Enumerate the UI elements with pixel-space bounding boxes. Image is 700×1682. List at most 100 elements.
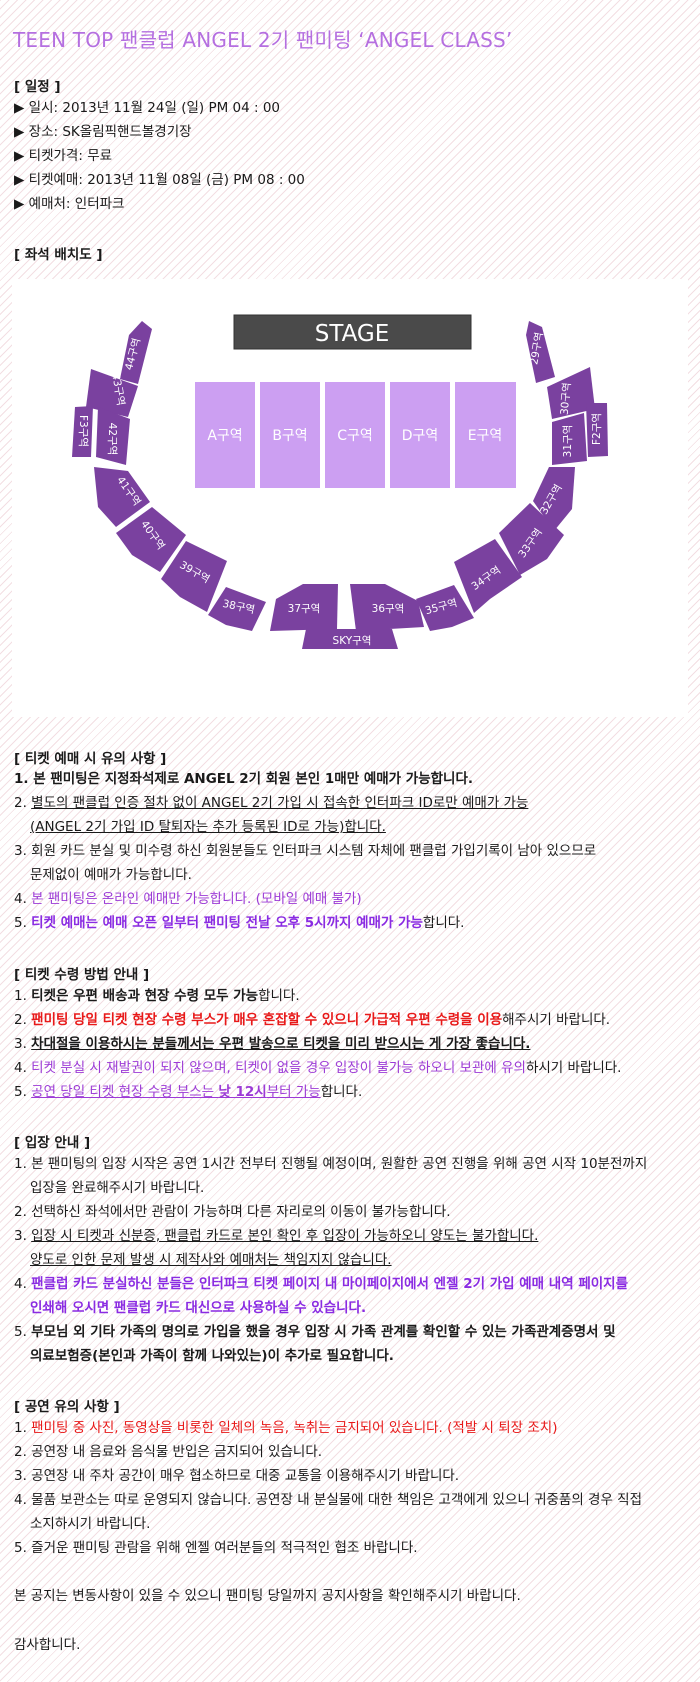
pickup-note-5-time: 낮 12시 xyxy=(218,1084,267,1100)
stand-sections xyxy=(72,321,608,649)
section-36-label: 36구역 xyxy=(372,603,405,615)
ticket-notes-heading: [ 티켓 예매 시 유의 사항 ] xyxy=(14,751,167,767)
show-note-4: 4. 물품 보관소는 따로 운영되지 않습니다. 공연장 내 분실물에 대한 책… xyxy=(14,1492,643,1508)
section-37 xyxy=(270,584,338,631)
section-sky-label: SKY구역 xyxy=(333,635,372,647)
pickup-note-4-violet: 티켓 분실 시 재발권이 되지 않으며, 티켓이 없을 경우 입장이 불가능 하… xyxy=(31,1060,526,1076)
show-note-3: 3. 공연장 내 주차 공간이 매우 협소하므로 대중 교통을 이용해주시기 바… xyxy=(14,1468,460,1484)
entry-note-2: 2. 선택하신 좌석에서만 관람이 가능하며 다른 자리로의 이동이 불가능합니… xyxy=(14,1204,451,1220)
ticket-note-2-cont: (ANGEL 2기 가입 ID 탈퇴자는 추가 등록된 ID로 가능)합니다. xyxy=(30,819,386,835)
section-34 xyxy=(454,539,522,613)
section-b xyxy=(260,382,320,488)
pickup-note-2-red: 팬미팅 당일 티켓 현장 수령 부스가 매우 혼잡할 수 있으니 가급적 우편 … xyxy=(31,1012,503,1028)
ticket-note-5: 5. 티켓 예매는 예매 오픈 일부터 팬미팅 전날 오후 5시까지 예매가 가… xyxy=(14,913,464,933)
ticket-note-1: 1. 본 팬미팅은 지정좌석제로 ANGEL 2기 회원 본인 1매만 예매가 … xyxy=(14,771,474,787)
schedule-item-price: ▶ 티켓가격: 무료 xyxy=(14,148,113,164)
section-a-label: A구역 xyxy=(207,428,242,444)
section-43 xyxy=(86,369,138,417)
stage-block xyxy=(233,314,472,350)
section-f2-label: F2구역 xyxy=(591,413,603,445)
entry-note-5-num: 5. xyxy=(14,1324,32,1340)
section-41 xyxy=(94,467,150,527)
ticket-note-5-num: 5. xyxy=(14,915,32,931)
schedule-item-vendor: ▶ 예매처: 인터파크 xyxy=(14,196,125,212)
seating-map: STAGE A구역 B구역 C구역 D구역 E구역 xyxy=(12,279,688,717)
show-note-4-cont: 소지하시기 바랍니다. xyxy=(30,1516,151,1532)
pickup-note-5-tail: 합니다. xyxy=(320,1084,363,1100)
section-f2 xyxy=(586,403,608,457)
show-note-5: 5. 즐거운 팬미팅 관람을 위해 엔젤 여러분들의 적극적인 협조 바랍니다. xyxy=(14,1540,418,1556)
ticket-note-4-num: 4. xyxy=(14,891,32,907)
pickup-note-1-tail: 합니다. xyxy=(258,988,300,1004)
stage-label: STAGE xyxy=(315,321,390,347)
section-39 xyxy=(161,541,227,612)
entry-note-3: 3. 입장 시 티켓과 신분증, 팬클럽 카드로 본인 확인 후 입장이 가능하… xyxy=(14,1226,538,1246)
section-e xyxy=(455,382,516,488)
schedule-item-venue: ▶ 장소: SK올림픽핸드볼경기장 xyxy=(14,124,192,140)
pickup-note-3-bold: 차대절을 이용하시는 분들께서는 우편 발송으로 티켓을 미리 받으시는 게 가… xyxy=(31,1036,531,1052)
pickup-note-3: 3. 차대절을 이용하시는 분들께서는 우편 발송으로 티켓을 미리 받으시는 … xyxy=(14,1034,530,1054)
entry-note-5-cont: 의료보험증(본인과 가족이 함께 나와있는)이 추가로 필요합니다. xyxy=(30,1348,394,1364)
entry-note-4-text: 팬클럽 카드 분실하신 분들은 인터파크 티켓 페이지 내 마이페이지에서 엔젤… xyxy=(31,1276,629,1292)
pickup-note-4-num: 4. xyxy=(14,1060,32,1076)
ticket-note-3: 3. 회원 카드 분실 및 미수령 하신 회원분들도 인터파크 시스템 자체에 … xyxy=(14,843,597,859)
section-32 xyxy=(533,467,575,531)
pickup-note-1-bold: 티켓은 우편 배송과 현장 수령 모두 가능 xyxy=(31,988,259,1004)
section-35 xyxy=(416,585,474,631)
floor-sections: A구역 B구역 C구역 D구역 E구역 xyxy=(195,382,516,488)
section-c xyxy=(325,382,385,488)
section-42 xyxy=(96,407,130,465)
stand-labels: 44구역 43구역 F3구역 42구역 41구역 40구역 39구역 38구역 … xyxy=(77,331,603,647)
section-40 xyxy=(116,507,186,572)
section-f3 xyxy=(72,406,93,457)
pickup-heading: [ 티켓 수령 방법 안내 ] xyxy=(14,967,150,983)
section-d-label: D구역 xyxy=(402,428,439,444)
section-43-label: 43구역 xyxy=(109,372,126,406)
pickup-note-1: 1. 티켓은 우편 배송과 현장 수령 모두 가능합니다. xyxy=(14,986,300,1006)
closing-thanks: 감사합니다. xyxy=(14,1637,81,1653)
closing-notice: 본 공지는 변동사항이 있을 수 있으니 팬미팅 당일까지 공지사항을 확인해주… xyxy=(14,1588,521,1604)
entry-note-3-text: 입장 시 티켓과 신분증, 팬클럽 카드로 본인 확인 후 입장이 가능하오니 … xyxy=(31,1228,539,1244)
section-d xyxy=(390,382,450,488)
ticket-note-3-cont: 문제없이 예매가 가능합니다. xyxy=(30,867,192,883)
show-note-1-num: 1. xyxy=(14,1420,32,1436)
seating-heading: [ 좌석 배치도 ] xyxy=(14,247,103,263)
schedule-item-booking: ▶ 티켓예매: 2013년 11월 08일 (금) PM 08 : 00 xyxy=(14,172,305,188)
entry-note-5-text: 부모님 외 기타 가족의 명의로 가입을 했을 경우 입장 시 가족 관계를 확… xyxy=(31,1324,616,1340)
section-31-label: 31구역 xyxy=(562,425,574,458)
entry-note-4: 4. 팬클럽 카드 분실하신 분들은 인터파크 티켓 페이지 내 마이페이지에서… xyxy=(14,1274,628,1294)
entry-note-1-cont: 입장을 완료해주시기 바랍니다. xyxy=(30,1180,205,1196)
section-36 xyxy=(350,584,424,631)
seating-map-svg: STAGE A구역 B구역 C구역 D구역 E구역 xyxy=(72,314,608,649)
section-37-label: 37구역 xyxy=(288,603,321,615)
schedule-item-datetime: ▶ 일시: 2013년 11월 24일 (일) PM 04 : 00 xyxy=(14,100,281,116)
pickup-note-5-violet: 공연 당일 티켓 현장 수령 부스는 xyxy=(31,1084,219,1100)
entry-note-3-cont: 양도로 인한 문제 발생 시 제작사와 예매처는 책임지지 않습니다. xyxy=(30,1252,392,1268)
section-a xyxy=(195,382,255,488)
entry-note-4-cont: 인쇄해 오시면 팬클럽 카드 대신으로 사용하실 수 있습니다. xyxy=(30,1300,367,1316)
section-29-label: 29구역 xyxy=(528,331,545,365)
ticket-note-2-num: 2. xyxy=(14,795,32,811)
section-30 xyxy=(547,367,595,419)
section-f3-label: F3구역 xyxy=(77,415,89,447)
entry-note-3-num: 3. xyxy=(14,1228,32,1244)
section-33 xyxy=(499,503,564,575)
ticket-note-2-text: 별도의 팬클럽 인증 절차 없이 ANGEL 2기 가입 시 접속한 인터파크 … xyxy=(31,795,529,811)
pickup-note-5-num: 5. xyxy=(14,1084,32,1100)
show-note-2: 2. 공연장 내 음료와 음식물 반입은 금지되어 있습니다. xyxy=(14,1444,323,1460)
section-c-label: C구역 xyxy=(337,428,373,444)
entry-heading: [ 입장 안내 ] xyxy=(14,1135,91,1151)
pickup-note-4: 4. 티켓 분실 시 재발권이 되지 않으며, 티켓이 없을 경우 입장이 불가… xyxy=(14,1058,621,1078)
pickup-note-3-num: 3. xyxy=(14,1036,32,1052)
pickup-note-5-violet2: 부터 가능 xyxy=(266,1084,321,1100)
pickup-note-1-num: 1. xyxy=(14,988,32,1004)
show-notes-heading: [ 공연 유의 사항 ] xyxy=(14,1399,120,1415)
entry-note-4-num: 4. xyxy=(14,1276,32,1292)
entry-note-1: 1. 본 팬미팅의 입장 시작은 공연 1시간 전부터 진행될 예정이며, 원활… xyxy=(14,1156,648,1172)
pickup-note-2-num: 2. xyxy=(14,1012,32,1028)
show-note-1: 1. 팬미팅 중 사진, 동영상을 비롯한 일체의 녹음, 녹취는 금지되어 있… xyxy=(14,1418,558,1438)
section-b-label: B구역 xyxy=(272,428,307,444)
pickup-note-2: 2. 팬미팅 당일 티켓 현장 수령 부스가 매우 혼잡할 수 있으니 가급적 … xyxy=(14,1010,610,1030)
schedule-heading: [ 일정 ] xyxy=(14,79,61,95)
section-42-label: 42구역 xyxy=(106,423,118,456)
